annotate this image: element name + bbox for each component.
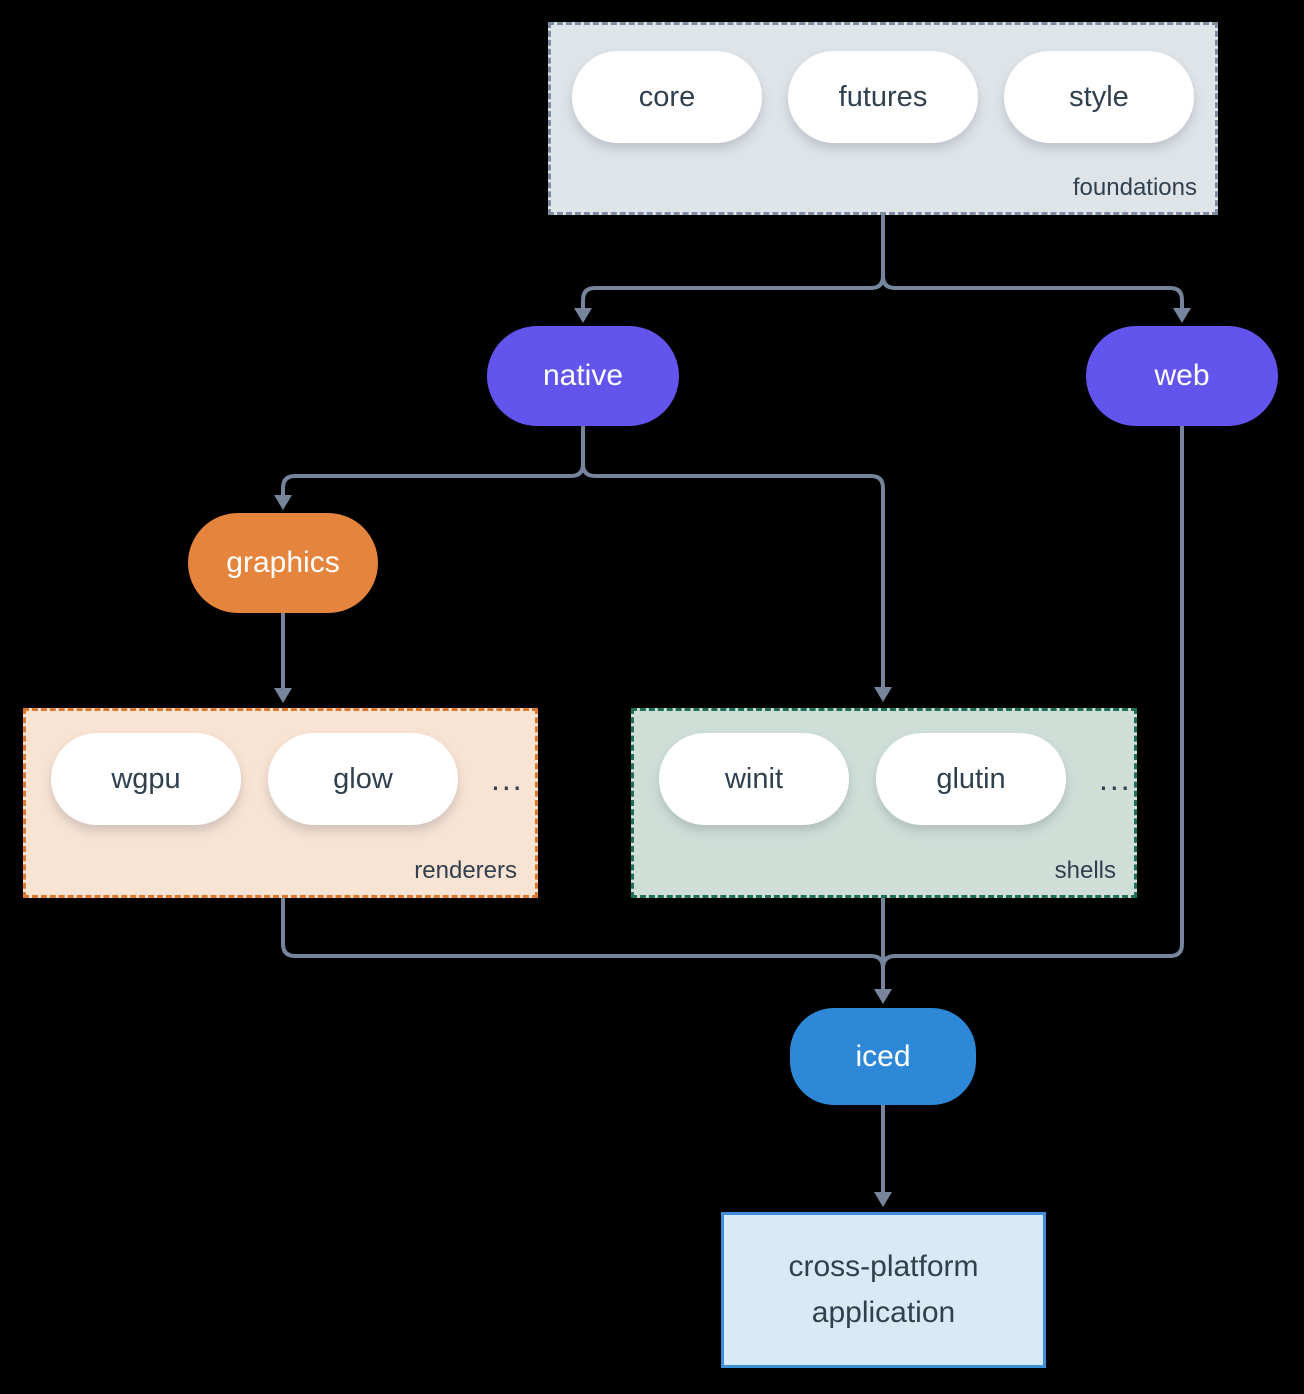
edge-native-graphics <box>281 426 585 496</box>
renderers-pill-row: wgpu glow ... <box>26 711 535 825</box>
foundations-pill-row: core futures style <box>551 25 1215 143</box>
pill-glutin: glutin <box>876 733 1066 825</box>
pill-style: style <box>1004 51 1194 143</box>
arrowhead-native <box>574 308 592 323</box>
cross-platform-application-box: cross-platform application <box>721 1212 1046 1368</box>
node-native: native <box>487 326 679 426</box>
renderers-label: renderers <box>414 857 517 884</box>
edge-native-shells <box>581 463 885 687</box>
renderers-ellipsis: ... <box>491 760 524 797</box>
foundations-group: core futures style foundations <box>548 22 1218 215</box>
application-label-line2: application <box>811 1296 956 1329</box>
pill-wgpu: wgpu <box>51 733 241 825</box>
shells-ellipsis: ... <box>1099 760 1132 797</box>
node-graphics: graphics <box>188 513 378 613</box>
edge-foundations-web <box>881 275 1184 309</box>
edge-renderers-iced <box>281 898 885 969</box>
arrowhead-application <box>874 1192 892 1207</box>
pill-winit: winit <box>659 733 849 825</box>
pill-core: core <box>572 51 762 143</box>
pill-futures: futures <box>788 51 978 143</box>
shells-label: shells <box>1054 857 1116 884</box>
shells-pill-row: winit glutin ... <box>634 711 1134 825</box>
arrowhead-renderers <box>274 688 292 703</box>
edge-foundations-native <box>581 215 885 309</box>
arrowhead-shells <box>874 687 892 702</box>
pill-glow: glow <box>268 733 458 825</box>
node-web: web <box>1086 326 1278 426</box>
arrowhead-web <box>1173 308 1191 323</box>
application-label-line1: cross-platform <box>788 1249 979 1283</box>
arrowhead-graphics <box>274 495 292 510</box>
renderers-group: wgpu glow ... renderers <box>23 708 538 898</box>
foundations-label: foundations <box>1072 174 1197 201</box>
arrowhead-iced <box>874 989 892 1004</box>
node-iced: iced <box>790 1008 976 1105</box>
shells-group: winit glutin ... shells <box>631 708 1137 898</box>
